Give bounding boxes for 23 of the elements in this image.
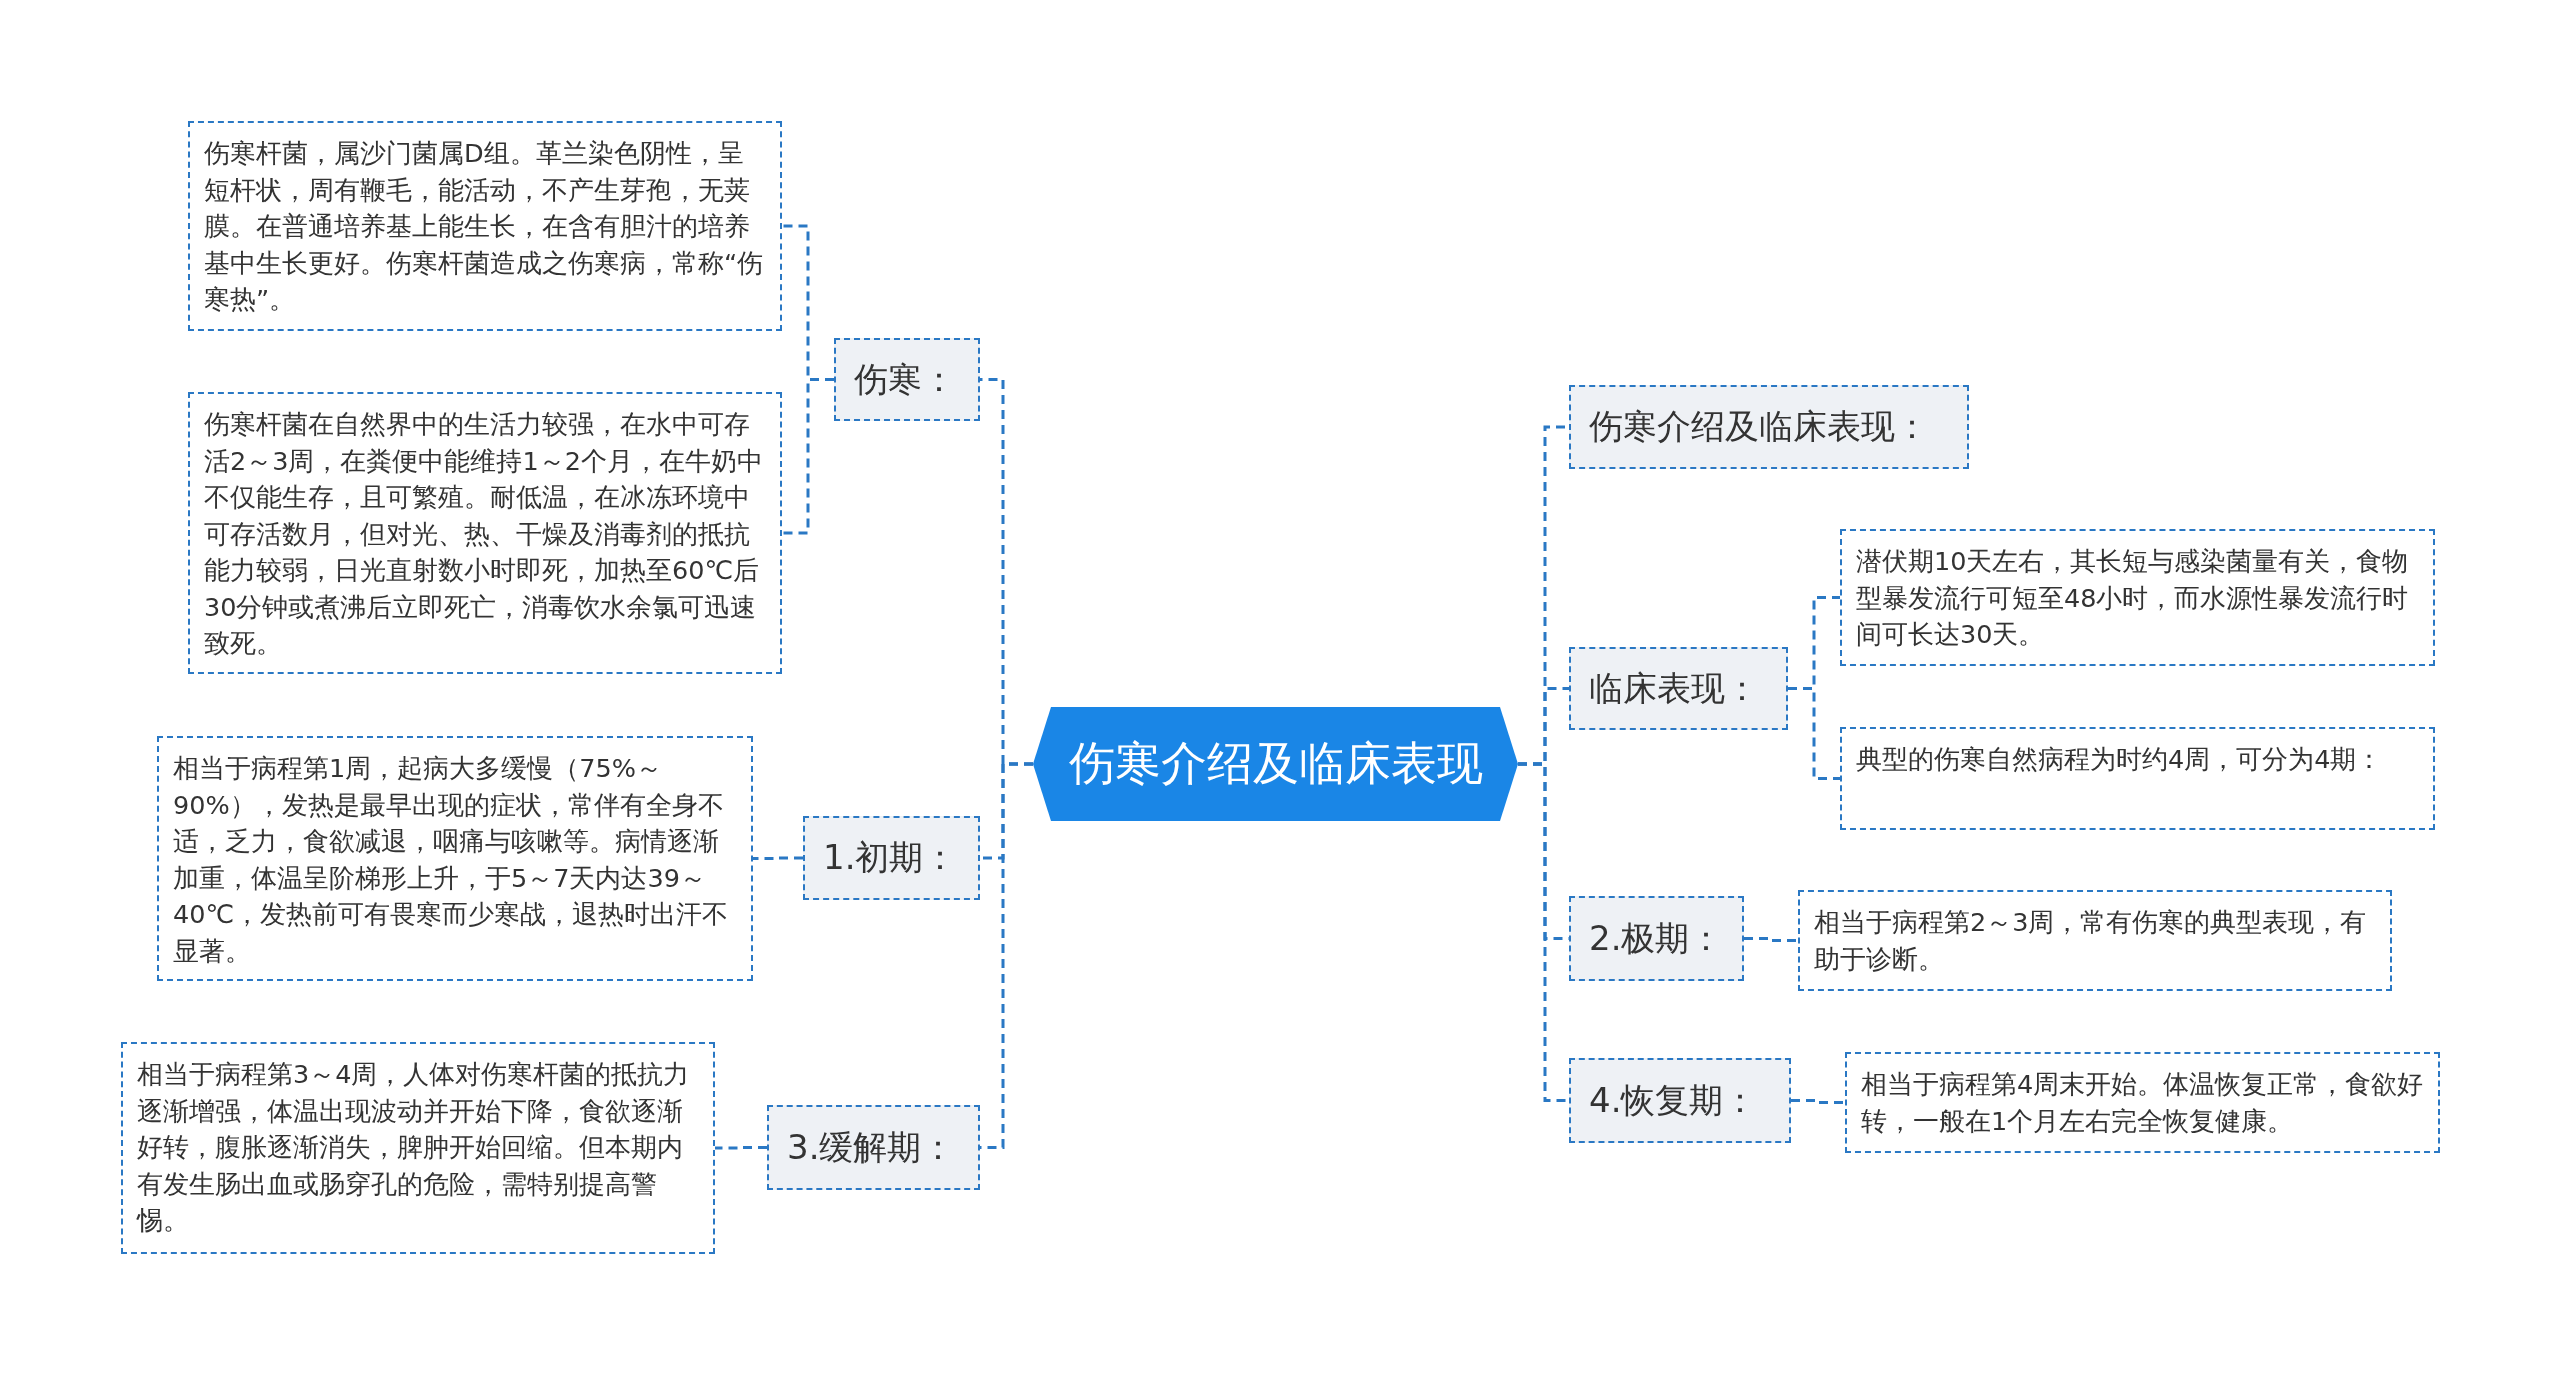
connector (753, 856, 803, 860)
topic-box: 临床表现： (1569, 647, 1788, 730)
note-box: 相当于病程第3～4周，人体对伤寒杆菌的抵抗力逐渐增强，体温出现波动并开始下降，食欲逐渐好转，腹胀逐渐消失，脾肿开始回缩。但本期内有发生肠出血或肠穿孔的危险，需特别提高警惕。 (121, 1042, 715, 1254)
note-box: 伤寒杆菌，属沙门菌属D组。革兰染色阴性，呈短杆状，周有鞭毛，能活动，不产生芽孢，无荚膜。在普通培养基上能生长，在含有胆汁的培养基中生长更好。伤寒杆菌造成之伤寒病，常称“伤寒热”。 (188, 121, 782, 331)
note-box: 相当于病程第1周，起病大多缓慢（75%～90%），发热是最早出现的症状，常伴有全身不适，乏力，食欲减退，咽痛与咳嗽等。病情逐渐加重，体温呈阶梯形上升，于5～7天内达39～40℃，发热前可有畏寒而少寒战，退热时出汗不显著。 (157, 736, 753, 981)
note-box: 伤寒杆菌在自然界中的生活力较强，在水中可存活2～3周，在粪便中能维持1～2个月，在牛奶中不仅能生存，且可繁殖。耐低温，在冰冻环境中可存活数月，但对光、热、干燥及消毒剂的抵抗能力较弱，日光直射数小时即死，加热至60℃后30分钟或煮沸后立即死亡，消毒饮水余氯可迅速致死。 (188, 392, 782, 674)
note-box: 潜伏期10天左右，其长短与感染菌量有关，食物型暴发流行可短至48小时，而水源性暴发流行时间可长达30天。 (1840, 529, 2435, 666)
note-box: 典型的伤寒自然病程为时约4周，可分为4期： (1840, 727, 2435, 830)
connector (1744, 937, 1798, 942)
note-box: 相当于病程第4周末开始。体温恢复正常，食欲好转，一般在1个月左右完全恢复健康。 (1845, 1052, 2440, 1153)
topic-box: 1.初期： (803, 816, 980, 900)
connector (1788, 687, 1840, 780)
topic-box: 伤寒介绍及临床表现： (1569, 385, 1969, 469)
connector (1791, 1099, 1845, 1104)
connector (1518, 762, 1569, 1102)
central-topic-hexagon: 伤寒介绍及临床表现 (1033, 707, 1518, 821)
connector (715, 1146, 767, 1150)
topic-box: 2.极期： (1569, 896, 1744, 981)
topic-box: 伤寒： (834, 338, 980, 421)
topic-box: 4.恢复期： (1569, 1058, 1791, 1143)
connector (782, 378, 834, 535)
topic-box: 3.缓解期： (767, 1105, 980, 1190)
note-box: 相当于病程第2～3周，常有伤寒的典型表现，有助于诊断。 (1798, 890, 2392, 991)
